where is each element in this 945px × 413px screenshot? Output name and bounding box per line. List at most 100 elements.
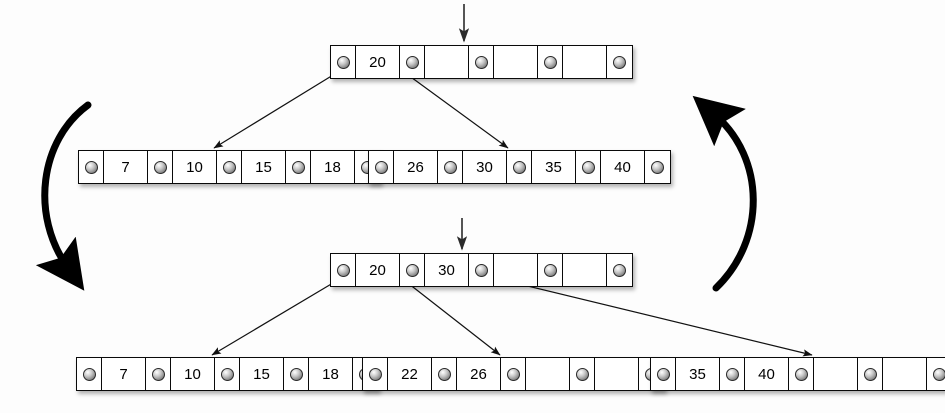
pointer-cell[interactable] bbox=[789, 358, 814, 390]
pointer-cell[interactable] bbox=[576, 151, 601, 183]
key-cell[interactable]: 30 bbox=[425, 254, 469, 286]
leaf-right-after[interactable]: 35 40 bbox=[650, 357, 945, 391]
empty-cell[interactable] bbox=[563, 46, 607, 78]
pointer-cell[interactable] bbox=[79, 151, 104, 183]
pointer-dot-icon bbox=[405, 55, 419, 69]
pointer-dot-icon bbox=[84, 160, 98, 174]
pointer-dot-icon bbox=[289, 367, 303, 381]
pointer-cell[interactable] bbox=[720, 358, 745, 390]
key-cell[interactable]: 26 bbox=[394, 151, 438, 183]
transition-arrow-down-left-icon bbox=[35, 101, 92, 291]
pointer-dot-icon bbox=[336, 263, 350, 277]
leaf-left-after[interactable]: 7 10 15 18 bbox=[76, 357, 379, 391]
edge-root-before-to-right-leaf bbox=[403, 71, 509, 149]
pointer-dot-icon bbox=[437, 367, 451, 381]
pointer-dot-icon bbox=[291, 160, 305, 174]
pointer-cell[interactable] bbox=[469, 254, 494, 286]
pointer-cell[interactable] bbox=[507, 151, 532, 183]
empty-cell[interactable] bbox=[563, 254, 607, 286]
pointer-cell[interactable] bbox=[538, 46, 563, 78]
pointer-cell[interactable] bbox=[148, 151, 173, 183]
pointer-cell[interactable] bbox=[146, 358, 171, 390]
key-cell[interactable]: 26 bbox=[457, 358, 501, 390]
pointer-dot-icon bbox=[543, 55, 557, 69]
key-cell[interactable]: 35 bbox=[676, 358, 720, 390]
key-cell[interactable]: 40 bbox=[745, 358, 789, 390]
pointer-cell[interactable] bbox=[400, 254, 425, 286]
pointer-cell[interactable] bbox=[645, 151, 670, 183]
empty-cell[interactable] bbox=[883, 358, 927, 390]
key-cell[interactable]: 18 bbox=[311, 151, 355, 183]
empty-cell[interactable] bbox=[425, 46, 469, 78]
pointer-dot-icon bbox=[725, 367, 739, 381]
pointer-cell[interactable] bbox=[651, 358, 676, 390]
leaf-right-before[interactable]: 26 30 35 40 bbox=[368, 150, 671, 184]
key-cell[interactable]: 35 bbox=[532, 151, 576, 183]
pointer-dot-icon bbox=[474, 263, 488, 277]
pointer-cell[interactable] bbox=[570, 358, 595, 390]
root-node-before[interactable]: 20 bbox=[330, 45, 633, 79]
leaf-left-before[interactable]: 7 10 15 18 bbox=[78, 150, 381, 184]
pointer-dot-icon bbox=[151, 367, 165, 381]
pointer-cell[interactable] bbox=[331, 254, 356, 286]
key-cell[interactable]: 20 bbox=[356, 254, 400, 286]
pointer-dot-icon bbox=[153, 160, 167, 174]
key-cell[interactable]: 30 bbox=[463, 151, 507, 183]
key-cell[interactable]: 22 bbox=[388, 358, 432, 390]
pointer-cell[interactable] bbox=[858, 358, 883, 390]
key-cell[interactable]: 15 bbox=[242, 151, 286, 183]
leaf-middle-after[interactable]: 22 26 bbox=[362, 357, 665, 391]
pointer-cell[interactable] bbox=[400, 46, 425, 78]
pointer-cell[interactable] bbox=[501, 358, 526, 390]
empty-cell[interactable] bbox=[494, 46, 538, 78]
empty-cell[interactable] bbox=[814, 358, 858, 390]
pointer-dot-icon bbox=[405, 263, 419, 277]
pointer-dot-icon bbox=[581, 160, 595, 174]
pointer-cell[interactable] bbox=[607, 254, 632, 286]
key-cell[interactable]: 10 bbox=[171, 358, 215, 390]
pointer-dot-icon bbox=[506, 367, 520, 381]
key-cell[interactable]: 15 bbox=[240, 358, 284, 390]
edge-root-before-to-left-leaf bbox=[213, 71, 339, 149]
edge-root-after-to-middle-leaf bbox=[403, 279, 501, 356]
pointer-dot-icon bbox=[656, 367, 670, 381]
key-cell[interactable]: 10 bbox=[173, 151, 217, 183]
pointer-dot-icon bbox=[336, 55, 350, 69]
empty-cell[interactable] bbox=[595, 358, 639, 390]
pointer-cell[interactable] bbox=[286, 151, 311, 183]
key-cell[interactable]: 7 bbox=[104, 151, 148, 183]
pointer-cell[interactable] bbox=[369, 151, 394, 183]
key-cell[interactable]: 40 bbox=[601, 151, 645, 183]
pointer-dot-icon bbox=[512, 160, 526, 174]
pointer-dot-icon bbox=[474, 55, 488, 69]
pointer-dot-icon bbox=[443, 160, 457, 174]
pointer-dot-icon bbox=[933, 367, 945, 381]
empty-cell[interactable] bbox=[494, 254, 538, 286]
pointer-cell[interactable] bbox=[215, 358, 240, 390]
pointer-cell[interactable] bbox=[363, 358, 388, 390]
pointer-cell[interactable] bbox=[77, 358, 102, 390]
key-cell[interactable]: 7 bbox=[102, 358, 146, 390]
pointer-cell[interactable] bbox=[284, 358, 309, 390]
pointer-dot-icon bbox=[651, 160, 664, 174]
key-cell[interactable]: 18 bbox=[309, 358, 353, 390]
key-cell[interactable]: 20 bbox=[356, 46, 400, 78]
edge-root-after-to-left-leaf bbox=[211, 279, 339, 356]
pointer-cell[interactable] bbox=[469, 46, 494, 78]
empty-cell[interactable] bbox=[526, 358, 570, 390]
pointer-dot-icon bbox=[222, 160, 236, 174]
pointer-dot-icon bbox=[543, 263, 557, 277]
pointer-dot-icon bbox=[613, 55, 626, 69]
pointer-cell[interactable] bbox=[217, 151, 242, 183]
pointer-cell[interactable] bbox=[438, 151, 463, 183]
pointer-cell[interactable] bbox=[538, 254, 563, 286]
pointer-dot-icon bbox=[575, 367, 589, 381]
pointer-cell[interactable] bbox=[607, 46, 632, 78]
pointer-dot-icon bbox=[220, 367, 234, 381]
transition-arrow-up-right-icon bbox=[692, 95, 757, 292]
pointer-cell[interactable] bbox=[432, 358, 457, 390]
pointer-dot-icon bbox=[82, 367, 96, 381]
root-node-after[interactable]: 20 30 bbox=[330, 253, 633, 287]
pointer-cell[interactable] bbox=[331, 46, 356, 78]
pointer-cell[interactable] bbox=[927, 358, 945, 390]
